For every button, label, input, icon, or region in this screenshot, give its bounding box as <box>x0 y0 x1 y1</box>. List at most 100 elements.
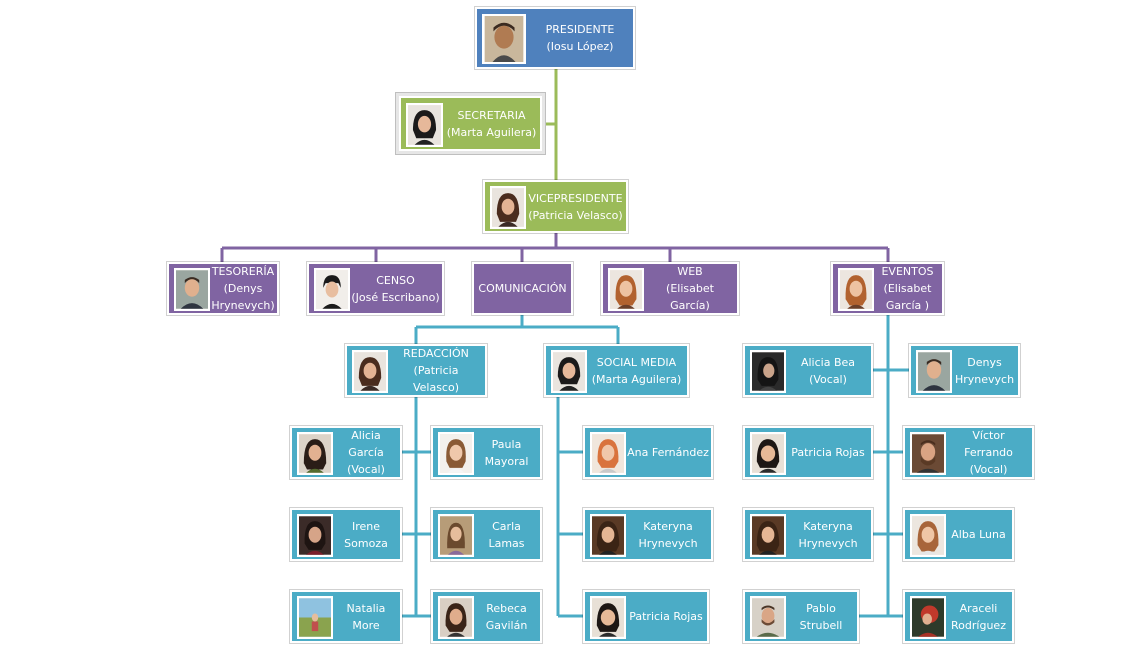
member-label: Alicia Bea (Vocal) <box>787 346 869 395</box>
role-title: WEB <box>677 265 703 278</box>
role-title: VICEPRESIDENTE <box>528 191 623 205</box>
member-label: Araceli Rodríguez <box>947 592 1010 641</box>
member-label: Rebeca Gavilán <box>475 592 538 641</box>
member-label: Irene Somoza <box>334 510 398 559</box>
person-name: (Elisabet García) <box>666 282 714 312</box>
member-box: Kateryna Hrynevych <box>743 508 873 561</box>
member-label: Patricia Rojas <box>627 592 705 641</box>
person-name: Víctor Ferrando <box>964 429 1013 459</box>
person-photo-icon <box>750 350 786 393</box>
person-name: Denys <box>967 355 1002 369</box>
social-media-box: SOCIAL MEDIA (Marta Aguilera) <box>544 344 689 397</box>
vicepresidente-box: VICEPRESIDENTE (Patricia Velasco) <box>483 180 628 233</box>
member-box: Paula Mayoral <box>431 426 542 479</box>
member-box: Carla Lamas <box>431 508 542 561</box>
member-note: (Vocal) <box>809 372 847 386</box>
comunicacion-box: COMUNICACIÓN <box>472 262 573 315</box>
person-photo-icon <box>551 350 587 393</box>
person-name: (José Escribano) <box>351 290 440 304</box>
person-photo-icon <box>916 350 952 393</box>
person-name: Carla Lamas <box>488 519 525 550</box>
role-title: SOCIAL MEDIA <box>596 355 677 369</box>
role-title: REDACCIÓN <box>403 347 469 360</box>
member-label: Carla Lamas <box>475 510 538 559</box>
member-box: Alba Luna <box>903 508 1014 561</box>
member-box: Kateryna Hrynevych <box>583 508 713 561</box>
person-photo-icon <box>910 514 946 557</box>
redaccion-label: REDACCIÓN (Patricia Velasco) <box>389 346 483 395</box>
person-name: Strubell <box>799 618 843 632</box>
member-box: Araceli Rodríguez <box>903 590 1014 643</box>
person-name: Pablo <box>806 601 836 615</box>
member-box: Rebeca Gavilán <box>431 590 542 643</box>
secretaria-label: SECRETARIA (Marta Aguilera) <box>445 98 538 149</box>
role-title: COMUNICACIÓN <box>478 282 567 295</box>
person-name: Alicia García <box>348 429 384 459</box>
person-name: Patricia Rojas <box>791 446 865 459</box>
member-box: Patricia Rojas <box>743 426 873 479</box>
role-title: SECRETARIA <box>457 108 526 122</box>
person-name: (Iosu López) <box>546 40 614 53</box>
member-label: Kateryna Hrynevych <box>787 510 869 559</box>
tesoreria-box: TESORERÍA (Denys Hrynevych) <box>167 262 279 315</box>
person-name: Hrynevych <box>638 536 698 550</box>
person-name: Mayoral <box>484 454 529 468</box>
member-box: Denys Hrynevych <box>909 344 1020 397</box>
tesoreria-label: TESORERÍA (Denys Hrynevych) <box>211 264 275 313</box>
person-name: (Patricia Velasco) <box>412 364 460 394</box>
member-label: Alicia García (Vocal) <box>334 428 398 477</box>
person-photo-icon <box>314 268 350 311</box>
person-name: Kateryna <box>803 519 853 533</box>
person-photo-icon <box>297 432 333 475</box>
person-name: García ) <box>885 299 930 312</box>
role-title: CENSO <box>376 273 415 287</box>
person-name: Araceli <box>959 601 998 615</box>
member-label: Denys Hrynevych <box>953 346 1016 395</box>
person-name: Rodríguez <box>951 618 1006 632</box>
person-photo-icon <box>750 514 786 557</box>
person-photo-icon <box>490 186 526 229</box>
member-box: Pablo Strubell <box>743 590 859 643</box>
person-photo-icon <box>297 596 333 639</box>
role-title: PRESIDENTE <box>545 23 615 36</box>
person-photo-icon <box>590 432 626 475</box>
person-name: Hrynevych <box>798 536 858 550</box>
person-photo-icon <box>406 103 443 147</box>
person-name: (Marta Aguilera) <box>446 125 537 139</box>
member-box: Ana Fernández <box>583 426 713 479</box>
role-title: EVENTOS <box>881 265 934 278</box>
member-label: Ana Fernández <box>627 428 709 477</box>
member-box: Natalia More <box>290 590 402 643</box>
member-label: Patricia Rojas <box>787 428 869 477</box>
person-name: Somoza <box>344 536 388 550</box>
member-box: Víctor Ferrando (Vocal) <box>903 426 1034 479</box>
redaccion-box: REDACCIÓN (Patricia Velasco) <box>345 344 487 397</box>
member-label: Víctor Ferrando (Vocal) <box>947 428 1030 477</box>
person-name: Irene <box>351 519 381 533</box>
member-box: Alicia Bea (Vocal) <box>743 344 873 397</box>
person-photo-icon <box>910 596 946 639</box>
person-name: Hrynevych <box>954 372 1015 386</box>
member-label: Natalia More <box>334 592 398 641</box>
person-photo-icon <box>438 432 474 475</box>
person-name: (Elisabet <box>883 282 932 295</box>
person-name: Kateryna <box>643 519 693 533</box>
person-photo-icon <box>352 350 388 393</box>
person-photo-icon <box>590 596 626 639</box>
member-label: Alba Luna <box>947 510 1010 559</box>
web-label: WEB (Elisabet García) <box>645 264 735 313</box>
eventos-label: EVENTOS (Elisabet García ) <box>875 264 940 313</box>
censo-box: CENSO (José Escribano) <box>307 262 444 315</box>
person-photo-icon <box>297 514 333 557</box>
person-name: (Denys <box>223 282 263 295</box>
comunicacion-label: COMUNICACIÓN <box>476 264 569 313</box>
person-photo-icon <box>910 432 946 475</box>
person-name: Gavilán <box>485 618 528 632</box>
vicepresidente-label: VICEPRESIDENTE (Patricia Velasco) <box>527 182 624 231</box>
person-name: (Marta Aguilera) <box>591 372 682 386</box>
person-photo-icon <box>750 596 786 639</box>
person-photo-icon <box>608 268 644 311</box>
member-note: (Vocal) <box>969 463 1008 476</box>
member-label: Kateryna Hrynevych <box>627 510 709 559</box>
